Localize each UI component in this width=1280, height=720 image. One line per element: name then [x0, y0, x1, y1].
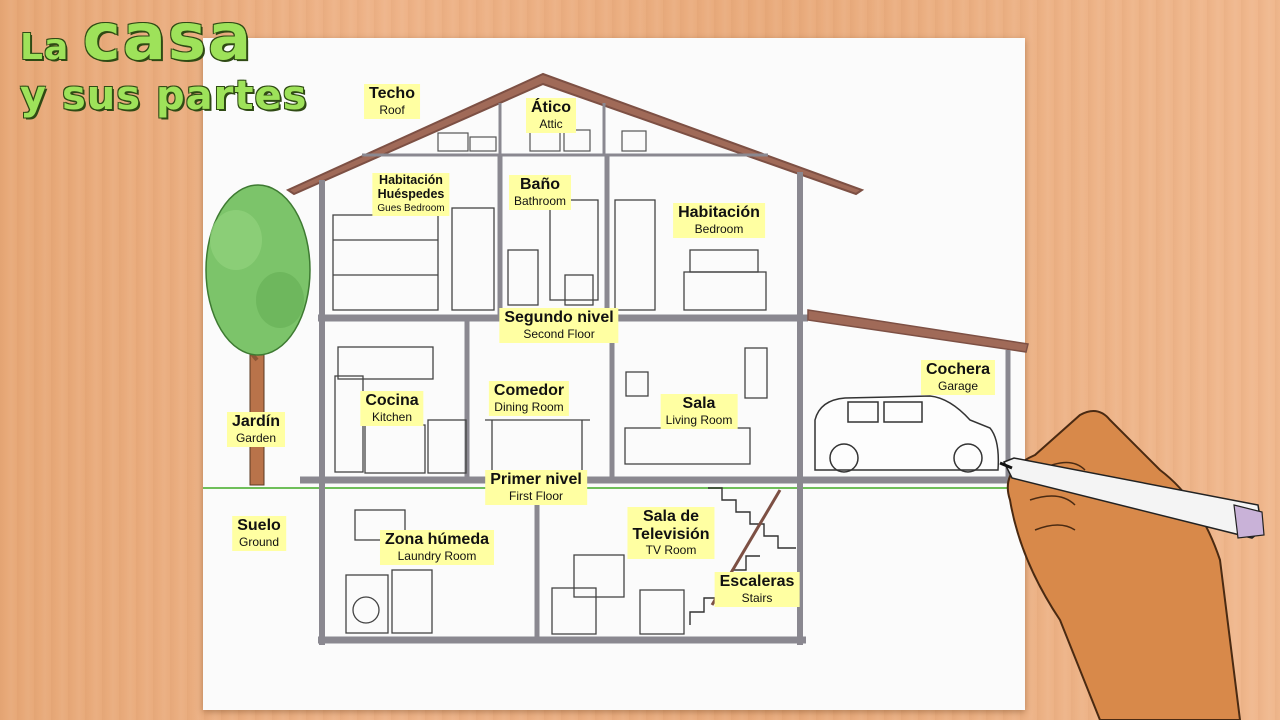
page-title: La casa y sus partes [20, 6, 307, 116]
label-techo-en: Roof [379, 102, 405, 117]
label-huespedes: Habitación Huéspedes Gues Bedroom [372, 173, 450, 216]
label-cochera-en: Garage [937, 378, 979, 393]
label-sala-es: Sala [682, 395, 716, 412]
label-huespedes-en: Gues Bedroom [377, 202, 445, 214]
label-comedor-es: Comedor [493, 382, 565, 399]
label-suelo: Suelo Ground [232, 516, 286, 551]
label-techo: Techo Roof [364, 84, 420, 119]
label-bano: Baño Bathroom [508, 175, 572, 210]
label-cocina: Cocina Kitchen [360, 391, 424, 426]
label-jardin-en: Garden [235, 430, 277, 445]
title-line2: y sus partes [20, 73, 308, 119]
label-huespedes-es-1: Habitación [379, 173, 443, 187]
label-tv-es-1: Sala de [642, 508, 700, 525]
marker-icon [999, 457, 1265, 539]
label-tv-en: TV Room [645, 543, 697, 558]
label-cocina-en: Kitchen [371, 409, 413, 424]
furniture-sketches [332, 199, 768, 635]
label-primer-es: Primer nivel [490, 471, 582, 488]
label-zona-en: Laundry Room [397, 548, 477, 563]
title-casa: casa [82, 1, 254, 75]
label-tv-es-2: Televisión [632, 525, 710, 543]
label-cochera: Cochera Garage [920, 360, 996, 395]
label-escaleras-es: Escaleras [719, 573, 795, 590]
label-comedor: Comedor Dining Room [488, 381, 570, 416]
label-segundo-en: Second Floor [523, 326, 595, 341]
label-bano-en: Bathroom [513, 193, 567, 208]
label-cochera-es: Cochera [925, 361, 991, 378]
label-habitacion-es: Habitación [678, 204, 760, 221]
label-primer-nivel: Primer nivel First Floor [485, 470, 587, 505]
attic-boxes [437, 127, 647, 152]
label-habitacion-en: Bedroom [694, 221, 744, 236]
title-prefix: La [20, 27, 83, 68]
label-jardin: Jardín Garden [226, 412, 286, 447]
label-habitacion: Habitación Bedroom [673, 203, 765, 238]
label-zona-es: Zona húmeda [384, 531, 490, 548]
roof-outline [285, 72, 865, 196]
label-segundo-nivel: Segundo nivel Second Floor [499, 308, 619, 343]
label-suelo-en: Ground [238, 534, 280, 549]
house-frame [300, 155, 1010, 645]
label-jardin-es: Jardín [231, 413, 281, 430]
label-atico-es: Ático [531, 99, 571, 116]
label-zona-humeda: Zona húmeda Laundry Room [379, 530, 495, 565]
hand-icon [1006, 410, 1242, 720]
garage-roof [807, 309, 1029, 480]
label-cocina-es: Cocina [365, 392, 419, 409]
label-techo-es: Techo [369, 85, 415, 102]
label-atico: Ático Attic [526, 98, 576, 133]
label-atico-en: Attic [539, 116, 563, 131]
car-icon [814, 395, 1000, 473]
tree-icon [205, 184, 311, 486]
label-sala-television: Sala de Televisión TV Room [627, 507, 715, 560]
label-suelo-es: Suelo [237, 517, 281, 534]
label-primer-en: First Floor [508, 488, 563, 503]
label-comedor-en: Dining Room [494, 399, 564, 414]
label-escaleras-en: Stairs [741, 590, 773, 605]
label-segundo-es: Segundo nivel [504, 309, 614, 326]
label-bano-es: Baño [520, 176, 560, 193]
label-sala: Sala Living Room [660, 394, 738, 429]
label-sala-en: Living Room [665, 412, 733, 427]
label-escaleras: Escaleras Stairs [714, 572, 800, 607]
label-huespedes-es-2: Huéspedes [377, 186, 445, 201]
